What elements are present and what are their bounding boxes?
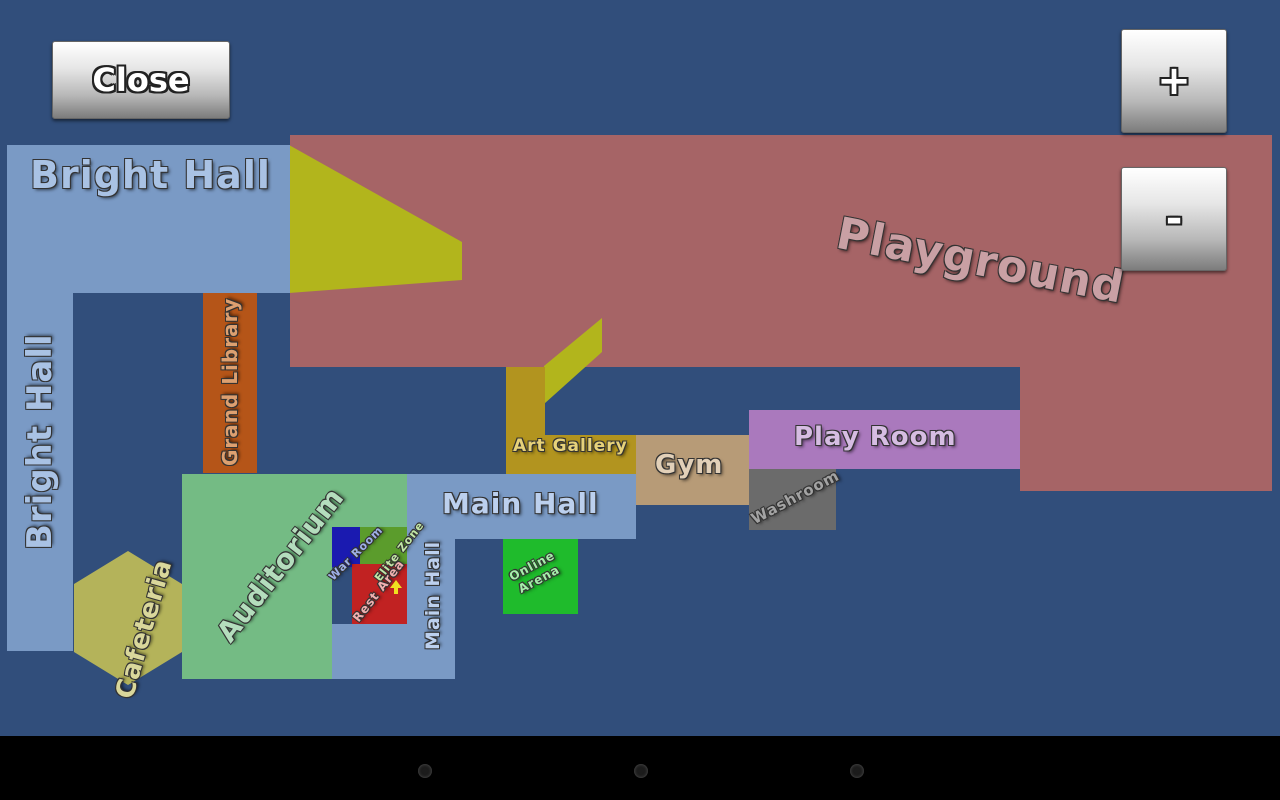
room-elite-zone[interactable] — [360, 527, 407, 567]
bright-hall-top-label: Bright Hall — [30, 153, 271, 197]
art-gallery-label: Art Gallery — [513, 436, 628, 456]
main-hall-side-label: Main Hall — [422, 540, 444, 650]
room-rest-area[interactable] — [352, 564, 407, 624]
nav-home-icon[interactable] — [634, 764, 648, 778]
grand-library-label: Grand Library — [218, 297, 242, 466]
close-button[interactable]: Close — [52, 41, 230, 119]
room-grand-library[interactable] — [203, 293, 257, 473]
main-hall-top-label: Main Hall — [442, 487, 599, 520]
nav-back-icon[interactable] — [418, 764, 432, 778]
player-arrow-icon — [390, 580, 402, 594]
yellow-ramp-lower — [544, 318, 602, 404]
room-gym[interactable] — [636, 435, 749, 505]
bright-hall-left-label: Bright Hall — [20, 333, 60, 550]
room-washroom[interactable] — [749, 469, 836, 530]
room-cafeteria[interactable] — [72, 549, 184, 687]
room-play-room[interactable] — [749, 410, 1020, 469]
room-art-gallery[interactable] — [506, 435, 636, 474]
map-view[interactable]: Playground Bright Hall Bright Hall Grand… — [0, 0, 1280, 736]
zoom-in-button[interactable]: + — [1121, 29, 1227, 133]
room-playground-annex[interactable] — [1020, 360, 1272, 491]
gym-label: Gym — [655, 450, 724, 480]
room-bright-hall-left[interactable] — [7, 293, 73, 651]
zoom-out-button[interactable]: - — [1121, 167, 1227, 271]
room-main-hall-bottom[interactable] — [332, 624, 455, 679]
room-main-hall-top[interactable] — [407, 474, 636, 539]
room-auditorium[interactable] — [182, 474, 332, 679]
nav-recents-icon[interactable] — [850, 764, 864, 778]
room-online-arena[interactable] — [503, 539, 578, 614]
room-war-room[interactable] — [332, 527, 360, 567]
play-room-label: Play Room — [794, 422, 957, 452]
yellow-ramp-upper — [289, 145, 462, 293]
room-bright-hall-top[interactable] — [7, 145, 290, 293]
room-auditorium-upper[interactable] — [332, 474, 407, 527]
room-art-gallery-corridor[interactable] — [506, 367, 545, 437]
